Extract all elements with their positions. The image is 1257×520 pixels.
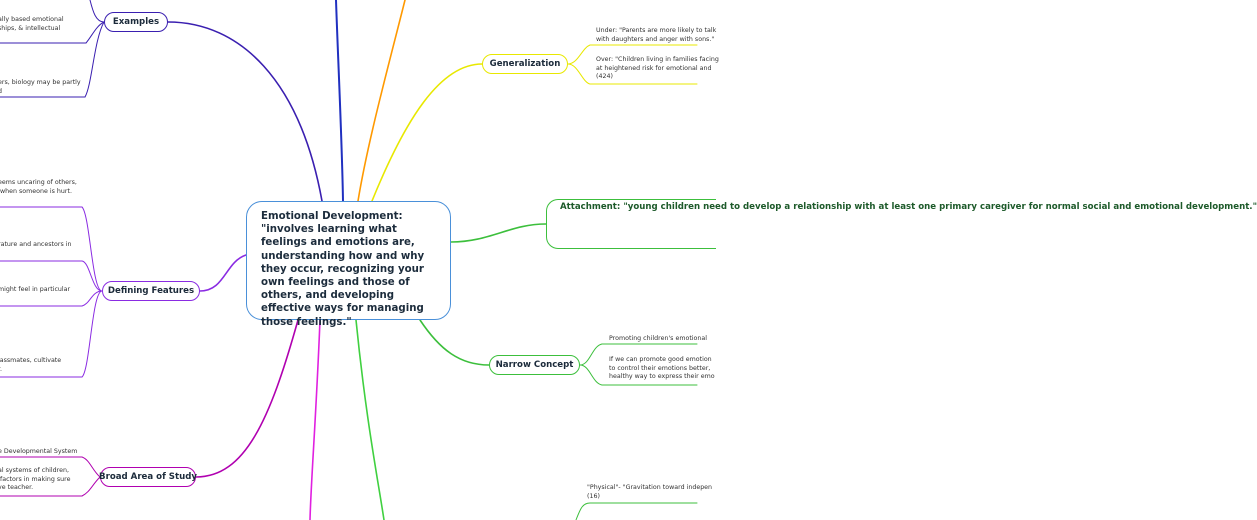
generalization-sub-2 [567, 63, 591, 85]
narrow-sub-1 [579, 343, 603, 366]
branch-examples[interactable]: Examples [104, 12, 168, 32]
broad-sub-2 [81, 476, 101, 497]
examples-sub-connector [89, 0, 105, 23]
broad-sub-1 [81, 456, 101, 478]
narrow-sub-2 [579, 364, 603, 386]
note-narrow-1: Promoting children's emotional [609, 335, 707, 342]
note-defining-3: ...might feel in particular [0, 286, 71, 293]
examples-sub-connector-3 [84, 21, 105, 98]
defining-sub-1 [81, 206, 103, 292]
top-blue-line [335, 0, 344, 202]
note-examples-2: ...ers, biology may be partly ...d [0, 79, 81, 95]
note-defining-1: ...eems uncaring of others, ... when som… [0, 179, 77, 195]
generalization-sub-1 [567, 44, 591, 65]
narrow-connector [419, 319, 490, 366]
branch-narrow-concept[interactable]: Narrow Concept [489, 355, 580, 375]
note-broad-2: ...al systems of children, ... factors i… [0, 467, 71, 492]
connector-lines [0, 0, 698, 520]
attachment-connector [450, 223, 547, 243]
note-defining-4: ...lassmates, cultivate ...r. [0, 357, 62, 373]
note-bottom-right: "Physical"- "Gravitation toward indepen … [587, 484, 713, 500]
bottom-magenta-line [309, 319, 321, 520]
branch-generalization[interactable]: Generalization [482, 54, 568, 74]
note-generalization-2: Over: "Children living in families facin… [596, 56, 719, 81]
branch-defining-features[interactable]: Defining Features [102, 281, 200, 301]
examples-connector [167, 21, 323, 202]
note-examples-1: ...ally based emotional ...ships, & inte… [0, 16, 64, 32]
note-generalization-1: Under: "Parents are more likely to talk … [596, 27, 717, 43]
defining-sub-4 [81, 290, 103, 378]
defining-connector [199, 254, 247, 292]
central-topic[interactable]: Emotional Development: "involves learnin… [246, 201, 451, 328]
bottom-green-line [355, 319, 385, 520]
defining-sub-2 [81, 260, 103, 292]
bottom-right-connector [575, 502, 591, 520]
note-broad-1: ...e Developmental System [0, 448, 78, 455]
note-defining-2: ...rature and ancestors in [0, 241, 72, 248]
examples-sub-connector-2 [85, 21, 105, 44]
branch-attachment[interactable]: Attachment: "young children need to deve… [546, 199, 1257, 249]
defining-sub-3 [81, 290, 103, 307]
branch-broad-area-of-study[interactable]: Broad Area of Study [99, 467, 197, 487]
note-narrow-2: If we can promote good emotion to contro… [609, 356, 715, 381]
broad-connector [195, 319, 299, 478]
generalization-connector [371, 63, 483, 202]
top-orange-line [357, 0, 406, 202]
